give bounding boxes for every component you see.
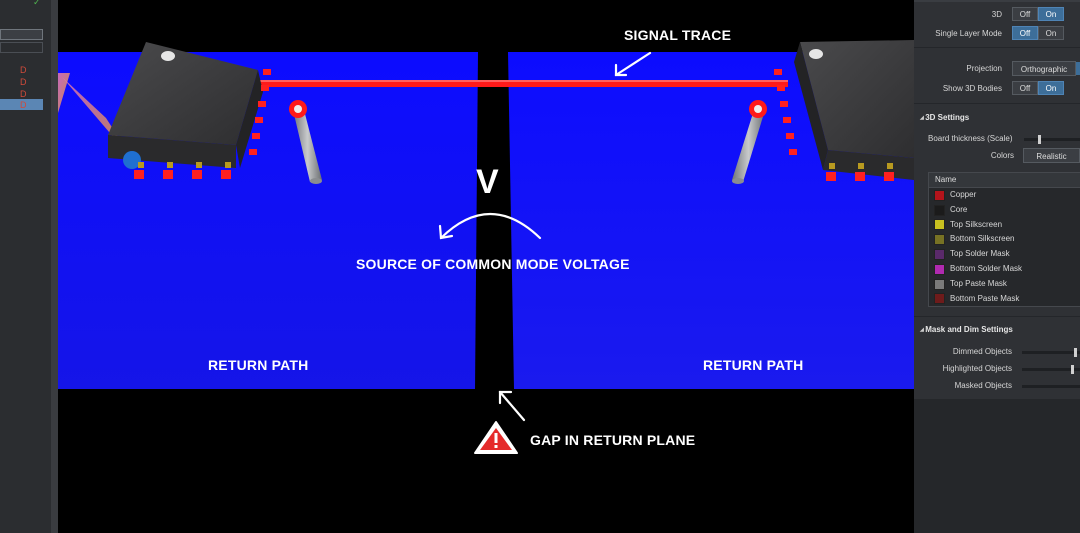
layer-row[interactable]: Bottom Paste Mask <box>929 292 1080 307</box>
layer-name: Core <box>950 204 968 214</box>
tree-selected-row[interactable] <box>0 99 43 110</box>
layer-row[interactable]: Bottom Solder Mask <box>929 262 1080 277</box>
signal-trace <box>258 81 788 87</box>
single-layer-off[interactable]: Off <box>1012 26 1038 40</box>
show-3d-bodies-on[interactable]: On <box>1038 81 1064 95</box>
show-3d-bodies-row: Show 3D Bodies Off On <box>914 80 1080 98</box>
show-3d-bodies-toggle[interactable]: Off On <box>1012 81 1064 96</box>
layer-name: Bottom Silkscreen <box>950 234 1015 244</box>
view-3d-off[interactable]: Off <box>1012 7 1038 21</box>
return-plane-right <box>508 52 914 389</box>
show-3d-bodies-off[interactable]: Off <box>1012 81 1038 95</box>
voltage-symbol-label: V <box>476 163 499 201</box>
ic-chip-left <box>58 42 271 179</box>
highlighted-objects-slider[interactable] <box>1022 365 1080 374</box>
3d-viewport[interactable]: SIGNAL TRACE V SOURCE OF COMMON MODE VOL… <box>58 0 914 533</box>
layer-row[interactable]: Core <box>929 203 1080 218</box>
masked-objects-row: Masked Objects <box>914 377 1080 395</box>
return-path-right-label: RETURN PATH <box>703 357 804 373</box>
layer-color-swatch[interactable] <box>934 234 945 246</box>
section-3d-settings[interactable]: 3D Settings <box>920 113 969 122</box>
highlighted-objects-knob[interactable] <box>1070 365 1074 374</box>
status-check-icon: ✓ <box>33 0 41 7</box>
view-3d-toggle[interactable]: Off On <box>1012 7 1064 22</box>
layer-color-swatch[interactable] <box>934 204 945 216</box>
board-thickness-knob[interactable] <box>1038 135 1041 144</box>
board-thickness-label: Board thickness (Scale) <box>928 134 1013 143</box>
layer-name: Top Silkscreen <box>950 219 1003 229</box>
gap-arrow <box>498 390 526 422</box>
tree-marker-4[interactable]: D <box>20 100 27 110</box>
left-panel: ✓ D D D D <box>0 0 52 533</box>
gap-label: GAP IN RETURN PLANE <box>530 432 696 448</box>
voltage-arc-arrow <box>438 212 542 240</box>
tree-marker-2[interactable]: D <box>20 77 27 87</box>
dimmed-objects-slider[interactable] <box>1022 348 1080 357</box>
masked-objects-label: Masked Objects <box>954 381 1012 390</box>
via-pin-right <box>732 100 767 184</box>
highlighted-objects-row: Highlighted Objects <box>914 360 1080 378</box>
section-mask-dim[interactable]: Mask and Dim Settings <box>920 325 1013 334</box>
colors-select[interactable]: Realistic <box>1023 148 1080 163</box>
return-plane-left <box>58 52 478 389</box>
projection-option-edge[interactable] <box>1076 62 1080 75</box>
layer-color-swatch[interactable] <box>934 263 945 275</box>
dimmed-objects-row: Dimmed Objects <box>914 343 1080 361</box>
panel-filter-row[interactable] <box>0 42 43 53</box>
tree-marker-1[interactable]: D <box>20 65 27 75</box>
layer-color-swatch[interactable] <box>934 249 945 261</box>
layer-row[interactable]: Top Silkscreen <box>929 218 1080 233</box>
show-3d-bodies-label: Show 3D Bodies <box>942 84 1002 93</box>
panel-filter-input[interactable] <box>0 29 43 40</box>
properties-panel: 3D Off On Single Layer Mode Off On Proje… <box>914 0 1080 533</box>
board-thickness-slider[interactable] <box>1024 135 1080 144</box>
single-layer-on[interactable]: On <box>1038 26 1064 40</box>
view-3d-label: 3D <box>991 10 1002 19</box>
via-pin-left <box>289 100 322 184</box>
layer-color-swatch[interactable] <box>934 219 945 231</box>
signal-trace-arrow <box>614 51 652 77</box>
highlighted-objects-label: Highlighted Objects <box>942 364 1012 373</box>
layer-row[interactable]: Copper <box>929 188 1080 203</box>
layer-color-swatch[interactable] <box>934 293 945 305</box>
warning-icon <box>474 421 518 454</box>
colors-label: Colors <box>990 151 1014 160</box>
single-layer-toggle[interactable]: Off On <box>1012 26 1064 41</box>
view-3d-on[interactable]: On <box>1038 7 1064 21</box>
layer-name: Top Solder Mask <box>950 249 1010 259</box>
masked-objects-slider[interactable] <box>1022 385 1080 388</box>
layer-row[interactable]: Top Paste Mask <box>929 277 1080 292</box>
tree-marker-3[interactable]: D <box>20 89 27 99</box>
dimmed-objects-knob[interactable] <box>1074 348 1078 357</box>
common-mode-label: SOURCE OF COMMON MODE VOLTAGE <box>356 256 630 272</box>
colors-row: Colors Realistic <box>914 147 1080 165</box>
layer-color-swatch[interactable] <box>934 278 945 290</box>
board-thickness-row: Board thickness (Scale) <box>914 130 1080 148</box>
panel-splitter[interactable] <box>51 0 58 533</box>
projection-row: Projection Orthographic <box>914 60 1080 78</box>
single-layer-label: Single Layer Mode <box>935 29 1002 38</box>
layer-name: Copper <box>950 190 977 199</box>
projection-label: Projection <box>966 64 1002 73</box>
panel-empty-area <box>914 399 1080 533</box>
signal-trace-label: SIGNAL TRACE <box>624 27 732 43</box>
pcb-scene <box>58 40 914 454</box>
layer-name: Top Paste Mask <box>950 278 1007 288</box>
layer-table-header[interactable]: Name <box>929 173 1080 188</box>
layer-color-swatch[interactable] <box>934 189 945 201</box>
ic-chip-right <box>774 40 914 181</box>
layer-name: Bottom Solder Mask <box>950 263 1023 273</box>
layer-row[interactable]: Top Solder Mask <box>929 247 1080 262</box>
projection-select[interactable]: Orthographic <box>1012 61 1076 76</box>
return-path-left-label: RETURN PATH <box>208 357 309 373</box>
single-layer-row: Single Layer Mode Off On <box>914 25 1080 43</box>
layer-name: Bottom Paste Mask <box>950 293 1020 303</box>
view-3d-row: 3D Off On <box>914 6 1080 24</box>
dimmed-objects-label: Dimmed Objects <box>952 347 1012 356</box>
layer-row[interactable]: Bottom Silkscreen <box>929 232 1080 247</box>
